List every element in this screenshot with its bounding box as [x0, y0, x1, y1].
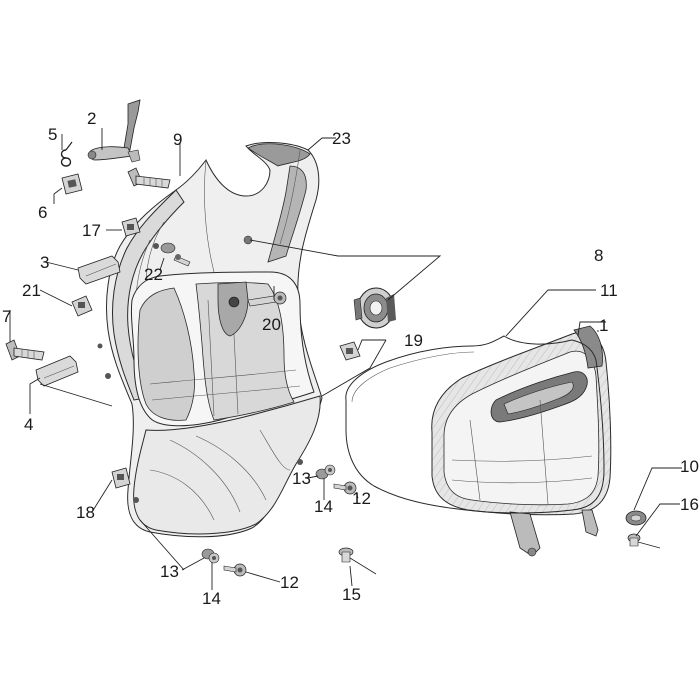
callout-13-lower: 13	[160, 562, 179, 581]
callout-8: 8	[594, 246, 603, 265]
screw-7	[5, 339, 45, 361]
bracket-3	[77, 255, 121, 285]
bracket-4	[35, 355, 79, 387]
rubber-stop-10	[625, 510, 647, 526]
callout-18: 18	[76, 503, 95, 522]
callout-11: 11	[600, 281, 618, 300]
callout-13-upper: 13	[292, 469, 311, 488]
washer-nut-upper	[315, 464, 336, 480]
callout-1: 1	[599, 316, 608, 335]
callout-9: 9	[173, 130, 182, 149]
callout-19: 19	[404, 331, 423, 350]
release-lever	[87, 99, 141, 163]
screw-20	[247, 291, 287, 307]
callout-7: 7	[2, 307, 11, 326]
washer-nut-lower	[201, 548, 220, 564]
callout-21: 21	[22, 281, 41, 300]
coil-spring	[60, 141, 73, 167]
screw-9	[127, 167, 171, 189]
clip-6	[61, 173, 83, 195]
callout-14-upper: 14	[314, 497, 333, 516]
leg-shield-panel	[97, 142, 323, 538]
clip-18	[111, 467, 131, 489]
pin-16	[627, 533, 661, 549]
callout-20: 20	[262, 315, 281, 334]
screw-22	[160, 242, 191, 267]
lock-assembly	[353, 287, 396, 329]
clip-19	[339, 341, 361, 361]
callout-2: 2	[87, 109, 96, 128]
glove-box-door	[431, 325, 612, 557]
leader-lines	[9, 128, 682, 590]
callout-10: 10	[680, 457, 699, 476]
callout-3: 3	[40, 253, 49, 272]
callout-labels: 1 2 3 4 5 6 7 8 9 10 11 12 12 13 13 14 1…	[2, 109, 699, 608]
callout-22: 22	[144, 265, 163, 284]
callout-12-lower: 12	[280, 573, 299, 592]
callout-16: 16	[680, 495, 699, 514]
callout-6: 6	[38, 203, 47, 222]
screw-12-lower	[223, 563, 247, 577]
callout-5: 5	[48, 125, 57, 144]
callout-14-lower: 14	[202, 589, 221, 608]
clip-21	[71, 295, 93, 317]
callout-4: 4	[24, 415, 33, 434]
door-seal-gasket	[345, 335, 605, 514]
clip-17	[121, 217, 141, 237]
pin-15	[338, 547, 377, 575]
callout-23: 23	[332, 129, 351, 148]
callout-17: 17	[82, 221, 101, 240]
screw-12-upper	[333, 481, 357, 495]
callout-12-upper: 12	[352, 489, 371, 508]
callout-15: 15	[342, 585, 361, 604]
